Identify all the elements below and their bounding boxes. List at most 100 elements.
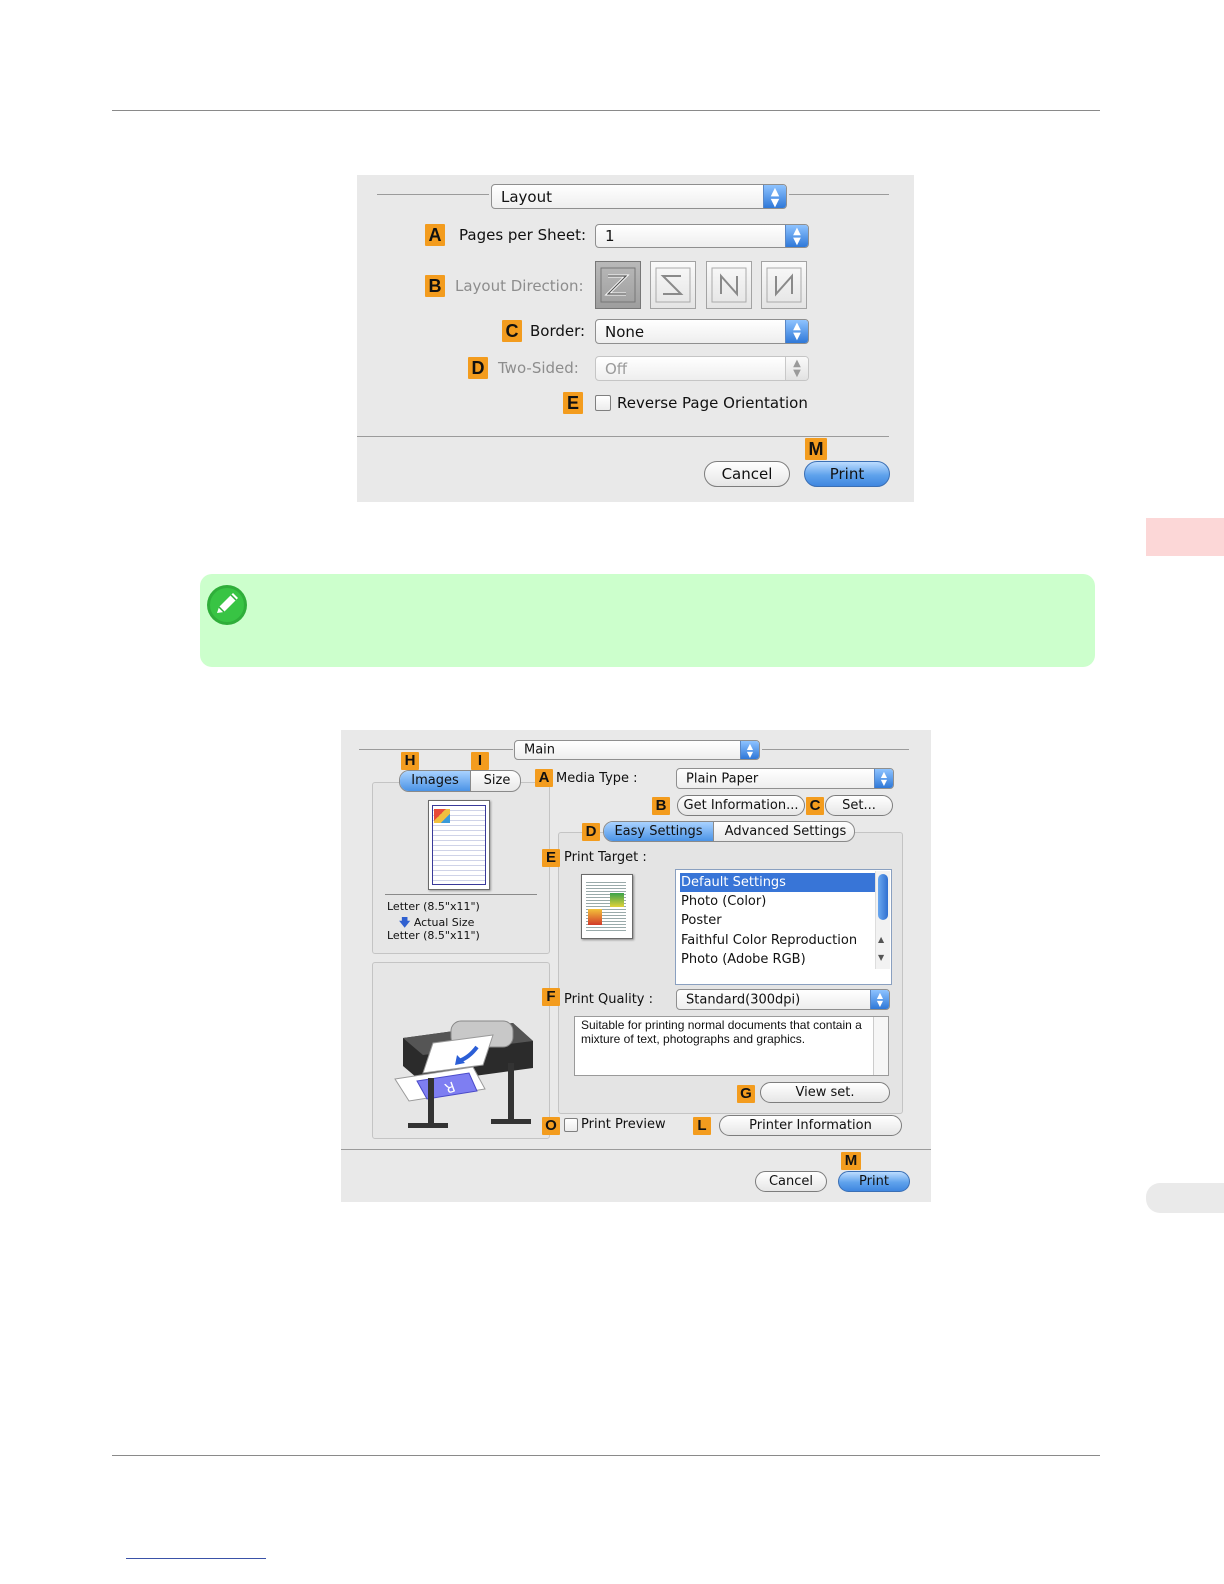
tab-images[interactable]: Images — [400, 771, 470, 791]
pages-per-sheet-popup[interactable]: 1 ▲▼ — [595, 224, 809, 248]
pages-per-sheet-label: Pages per Sheet: — [459, 226, 587, 244]
media-type-label: Media Type : — [556, 771, 638, 786]
callout-badge-e: E — [542, 849, 560, 867]
callout-badge-i: I — [471, 752, 489, 770]
layout-dialog: Layout ▲▼ A Pages per Sheet: 1 ▲▼ B Layo… — [357, 175, 914, 502]
two-sided-popup[interactable]: Off ▲▼ — [595, 356, 809, 381]
callout-badge-e: E — [563, 392, 583, 414]
border-popup[interactable]: None ▲▼ — [595, 319, 809, 344]
callout-badge-l: L — [693, 1117, 711, 1135]
popup-arrows-icon: ▲▼ — [763, 185, 786, 208]
print-preview-checkbox[interactable] — [564, 1118, 578, 1132]
actual-size-text: Actual Size — [413, 916, 475, 929]
down-arrow-icon: 🡇 — [399, 916, 411, 929]
printer-illustration: R — [394, 1020, 533, 1128]
page-preview-thumbnail — [428, 800, 490, 890]
callout-badge-h: H — [401, 752, 419, 770]
scrollbar-thumb[interactable] — [878, 874, 888, 920]
print-button[interactable]: Print — [804, 461, 890, 487]
preview-divider — [385, 894, 537, 895]
tab-size[interactable]: Size — [470, 771, 520, 791]
callout-badge-b: B — [652, 797, 670, 815]
print-quality-value: Standard(300dpi) — [686, 992, 801, 1007]
media-type-popup[interactable]: Plain Paper ▲▼ — [676, 768, 894, 789]
pane-select-value: Main — [524, 742, 556, 758]
set-button[interactable]: Set... — [825, 795, 893, 816]
thumbnail-image-block — [434, 809, 450, 823]
layout-direction-reverse-n-button[interactable] — [761, 261, 807, 309]
list-scrollbar[interactable]: ▲ ▼ — [875, 871, 890, 969]
pages-per-sheet-value: 1 — [605, 227, 615, 245]
popup-arrows-icon: ▲▼ — [785, 225, 808, 247]
print-target-list[interactable]: Default Settings Photo (Color) Poster Fa… — [675, 869, 892, 985]
callout-badge-m: M — [841, 1152, 861, 1170]
input-paper-size: Letter (8.5"x11") — [387, 900, 480, 913]
dialog-top-separator-left — [359, 749, 513, 750]
layout-direction-label: Layout Direction: — [455, 277, 584, 295]
two-sided-label: Two-Sided: — [498, 359, 579, 377]
border-value: None — [605, 322, 645, 341]
layout-direction-n-button[interactable] — [706, 261, 752, 309]
popup-arrows-icon: ▲▼ — [740, 741, 759, 759]
border-label: Border: — [530, 322, 586, 340]
callout-badge-b: B — [425, 275, 445, 297]
main-dialog: Main ▲▼ H I Images Size Letter (8.5"x11"… — [341, 730, 931, 1202]
tab-easy-settings[interactable]: Easy Settings — [604, 822, 713, 841]
print-target-thumbnail — [581, 874, 633, 939]
print-preview-label: Print Preview — [581, 1117, 666, 1132]
print-quality-popup[interactable]: Standard(300dpi) ▲▼ — [676, 989, 890, 1010]
pane-select-popup[interactable]: Main ▲▼ — [514, 740, 760, 760]
two-sided-value: Off — [605, 359, 628, 378]
top-rule — [112, 110, 1100, 111]
callout-badge-a: A — [425, 224, 445, 246]
index-side-tab — [1146, 1183, 1224, 1213]
list-item[interactable]: Default Settings — [680, 873, 875, 892]
list-item[interactable]: Photo (Adobe RGB) — [681, 952, 806, 967]
callout-badge-d: D — [468, 357, 488, 379]
reverse-orientation-checkbox[interactable] — [595, 395, 611, 411]
callout-badge-g: G — [737, 1085, 755, 1103]
list-item[interactable]: Poster — [681, 913, 722, 928]
actual-size-label: 🡇 Actual Size — [399, 914, 474, 933]
popup-arrows-icon: ▲▼ — [870, 990, 889, 1009]
thumbnail-photo — [588, 909, 602, 925]
popup-arrows-icon: ▲▼ — [874, 769, 893, 788]
layout-direction-z-button[interactable] — [595, 261, 641, 309]
pane-select-popup[interactable]: Layout ▲▼ — [491, 184, 787, 209]
dialog-bottom-separator — [357, 436, 889, 437]
media-type-value: Plain Paper — [686, 771, 759, 786]
list-item[interactable]: Photo (Color) — [681, 894, 767, 909]
callout-badge-d: D — [582, 823, 600, 841]
popup-arrows-icon: ▲▼ — [785, 320, 808, 343]
tab-advanced-settings[interactable]: Advanced Settings — [713, 822, 854, 841]
callout-badge-c: C — [806, 797, 824, 815]
dialog-top-separator-right — [789, 194, 889, 195]
cancel-button[interactable]: Cancel — [755, 1171, 827, 1192]
chapter-side-tab — [1146, 518, 1224, 556]
layout-direction-s-button[interactable] — [650, 261, 696, 309]
get-information-button[interactable]: Get Information... — [677, 795, 805, 816]
thumbnail-graphic — [610, 893, 624, 907]
popup-arrows-icon: ▲▼ — [785, 357, 808, 380]
scroll-up-icon[interactable]: ▲ — [878, 935, 885, 944]
preview-tab-control: Images Size — [399, 770, 521, 792]
pencil-note-icon — [207, 585, 247, 625]
dialog-bottom-separator — [341, 1149, 931, 1150]
callout-badge-a: A — [535, 769, 553, 787]
printer-illustration-box: R — [372, 962, 550, 1139]
dialog-top-separator-left — [377, 194, 489, 195]
footer-link-underline — [126, 1558, 266, 1559]
view-set-button[interactable]: View set. — [760, 1082, 890, 1103]
list-item[interactable]: Faithful Color Reproduction — [681, 933, 858, 948]
output-paper-size: Letter (8.5"x11") — [387, 929, 480, 942]
note-box — [200, 574, 1095, 667]
callout-badge-f: F — [542, 988, 560, 1006]
print-button[interactable]: Print — [838, 1171, 910, 1192]
scroll-down-icon[interactable]: ▼ — [878, 953, 885, 962]
reverse-orientation-label: Reverse Page Orientation — [617, 394, 808, 412]
print-quality-label: Print Quality : — [564, 992, 654, 1007]
n-order-icon — [711, 267, 747, 303]
cancel-button[interactable]: Cancel — [704, 461, 790, 487]
settings-tab-control: Easy Settings Advanced Settings — [603, 821, 855, 842]
printer-information-button[interactable]: Printer Information — [719, 1115, 902, 1136]
